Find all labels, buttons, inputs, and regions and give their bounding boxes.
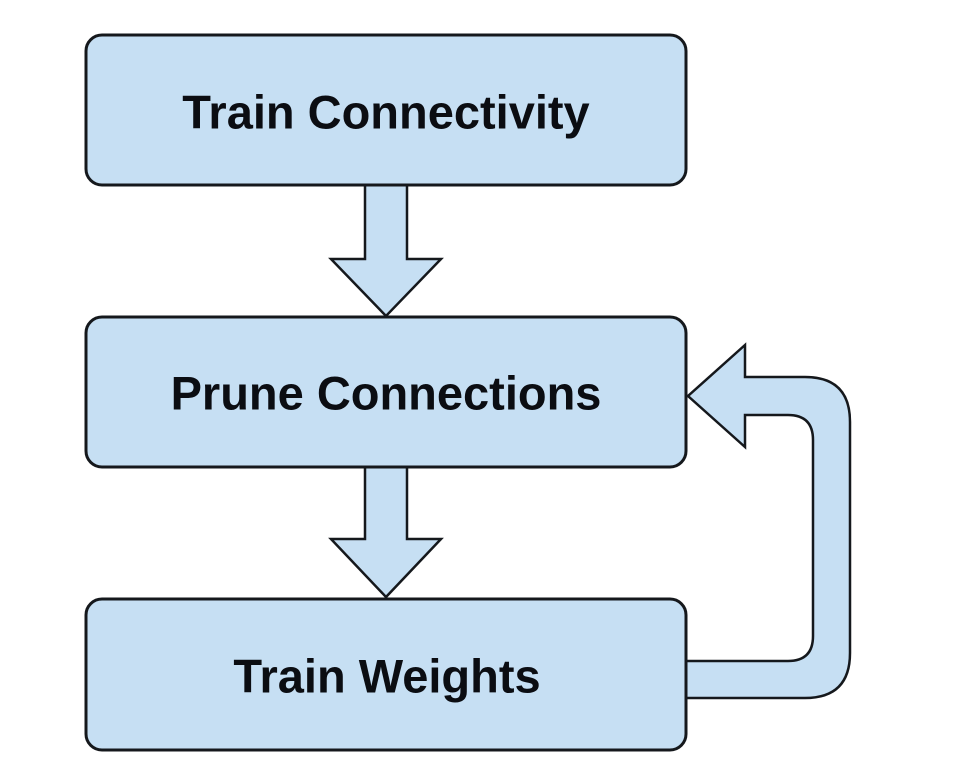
arrow-prune-to-train-weights (328, 464, 444, 599)
node-label: Train Connectivity (182, 86, 589, 139)
loop-back-arrow (684, 342, 852, 700)
node-train-weights: Train Weights (84, 597, 688, 752)
node-label: Prune Connections (171, 367, 602, 420)
arrow-train-connectivity-to-prune (328, 182, 444, 318)
node-label: Train Weights (233, 650, 540, 703)
node-train-connectivity: Train Connectivity (84, 33, 688, 187)
node-prune-connections: Prune Connections (84, 315, 688, 469)
